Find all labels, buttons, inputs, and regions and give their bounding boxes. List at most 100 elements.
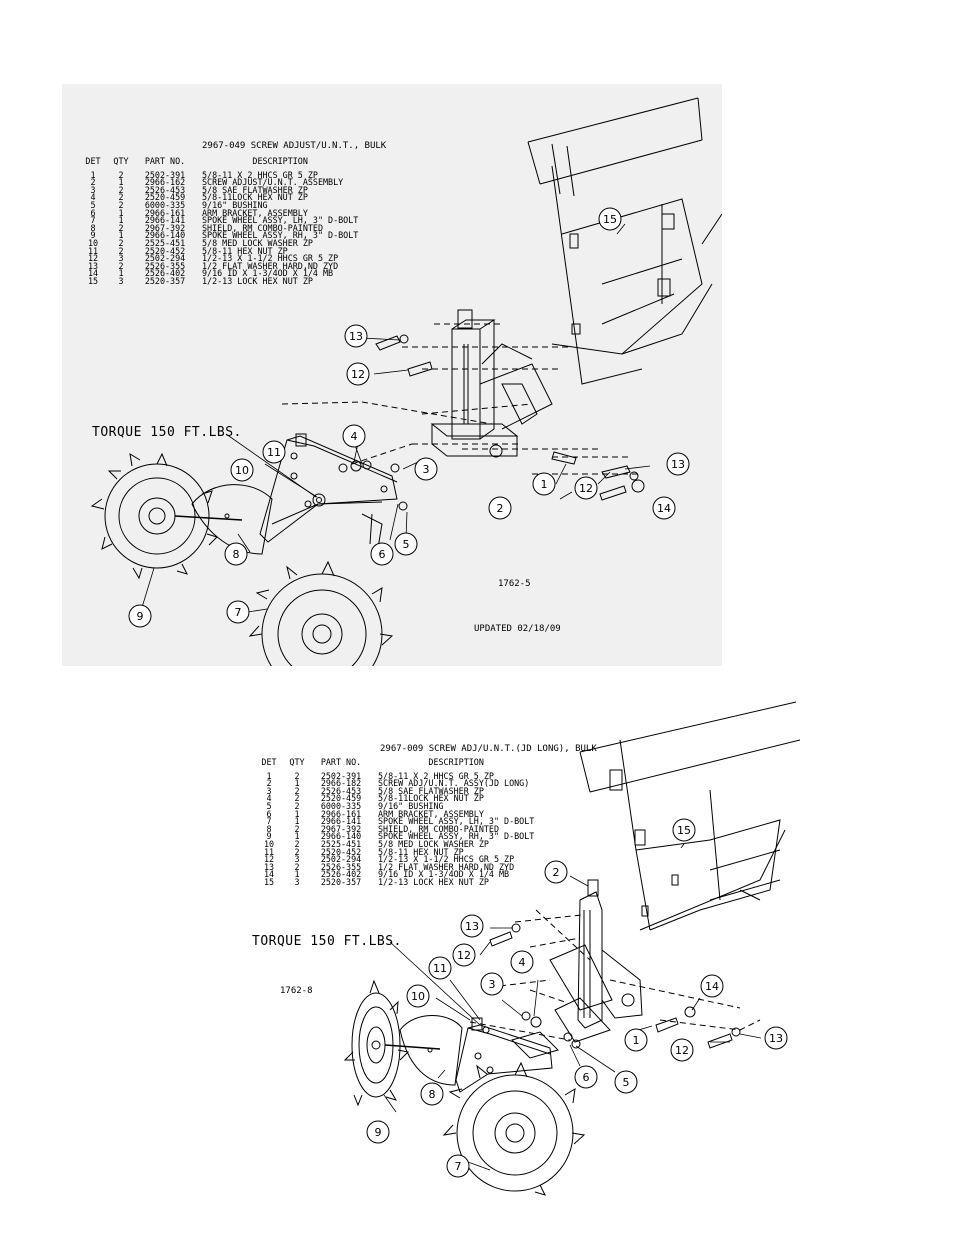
- diagram-top-panel: 2967-049 SCREW ADJUST/U.N.T., BULK DET Q…: [62, 84, 722, 666]
- callout-circle: [452, 943, 476, 967]
- part-no-cell: 2502-294: [320, 854, 362, 865]
- det-cell: 3: [90, 184, 96, 195]
- det-cell: 1: [90, 169, 96, 180]
- torque-note: TORQUE 150 FT.LBS.: [252, 934, 402, 949]
- part-no-cell: 2526-355: [144, 260, 186, 271]
- col-part-no: PART NO.: [144, 156, 186, 166]
- part-no-cell: 2966-141: [320, 816, 362, 827]
- callout-number: 9: [375, 1126, 382, 1139]
- description-cell: SPOKE WHEEL ASSY, LH, 3" D-BOLT: [378, 816, 535, 827]
- qty-cell: 2: [118, 222, 124, 233]
- callout-number: 11: [267, 446, 281, 459]
- callout-balloon: 1: [532, 472, 556, 496]
- callout-circle: [128, 604, 152, 628]
- part-no-cell: 2526-453: [320, 785, 362, 796]
- det-cell: 6: [266, 808, 272, 819]
- callout-number: 6: [379, 548, 386, 561]
- det-cell: 12: [263, 854, 275, 865]
- callout-balloon: 13: [344, 324, 368, 348]
- det-cell: 12: [87, 253, 99, 264]
- callout-circle: [652, 496, 676, 520]
- callout-balloon: 9: [128, 604, 152, 628]
- description-cell: 9/16" BUSHING: [378, 800, 444, 811]
- callout-circle: [428, 956, 452, 980]
- callout-circle: [510, 950, 534, 974]
- qty-cell: 2: [294, 800, 300, 811]
- callout-number: 13: [349, 330, 363, 343]
- det-cell: 6: [90, 207, 96, 218]
- description-cell: SHIELD, RM COMBO-PAINTED: [378, 823, 500, 834]
- part-no-cell: 2526-402: [144, 268, 186, 279]
- callout-balloon: 7: [446, 1154, 470, 1178]
- callout-number: 13: [671, 458, 685, 471]
- qty-cell: 2: [294, 846, 300, 857]
- qty-cell: 2: [294, 770, 300, 781]
- description-cell: 5/8-11 HEX NUT ZP: [378, 846, 464, 857]
- callout-circle: [460, 914, 484, 938]
- part-no-cell: 2526-355: [320, 861, 362, 872]
- col-description: DESCRIPTION: [428, 757, 484, 767]
- callout-number: 12: [457, 949, 471, 962]
- parts-table-header: DET QTY PART NO. DESCRIPTION: [80, 156, 358, 172]
- callout-balloon: 5: [394, 532, 418, 556]
- part-no-cell: 2966-162: [144, 177, 186, 188]
- callout-balloon: 14: [652, 496, 676, 520]
- description-cell: ARM BRACKET, ASSEMBLY: [202, 207, 308, 218]
- callout-balloon: 12: [670, 1038, 694, 1062]
- description-cell: 5/8-11 X 2 HHCS GR 5 ZP: [202, 169, 318, 180]
- part-no-cell: 2525-451: [320, 838, 362, 849]
- callout-circle: [764, 1026, 788, 1050]
- shield-part: [191, 484, 273, 555]
- description-cell: 5/8 MED LOCK WASHER ZP: [378, 838, 489, 849]
- callout-number: 1: [541, 478, 548, 491]
- det-cell: 14: [87, 268, 99, 279]
- callout-number: 3: [489, 978, 496, 991]
- callout-number: 15: [677, 824, 691, 837]
- part-no-cell: 2520-459: [320, 793, 362, 804]
- callout-circle: [394, 532, 418, 556]
- description-cell: 5/8 SAE FLATWASHER ZP: [378, 785, 484, 796]
- callout-number: 9: [137, 610, 144, 623]
- callout-balloon: 6: [370, 542, 394, 566]
- det-cell: 3: [266, 785, 272, 796]
- det-cell: 11: [87, 245, 99, 256]
- callout-number: 12: [579, 482, 593, 495]
- callout-circle: [670, 1038, 694, 1062]
- callout-circle: [230, 458, 254, 482]
- part-no-cell: 2520-452: [320, 846, 362, 857]
- part-no-cell: 2967-392: [320, 823, 362, 834]
- hardware-parts: [295, 334, 645, 511]
- description-cell: SPOKE WHEEL ASSY, RH, 3" D-BOLT: [378, 831, 535, 842]
- callout-balloon: 12: [452, 943, 476, 967]
- callout-number: 8: [429, 1088, 436, 1101]
- callout-circle: [414, 457, 438, 481]
- toolbar-frame: [579, 701, 800, 931]
- callout-number: 10: [411, 990, 425, 1003]
- description-cell: 1/2-13 X 1-1/2 HHCS GR 5 ZP: [378, 854, 515, 865]
- callout-number: 13: [769, 1032, 783, 1045]
- callout-number: 8: [233, 548, 240, 561]
- parts-list-title: 2967-049 SCREW ADJUST/U.N.T., BULK: [202, 141, 387, 151]
- det-cell: 14: [263, 869, 275, 880]
- qty-cell: 3: [294, 854, 300, 865]
- part-no-cell: 2502-391: [320, 770, 362, 781]
- screw-adjust-assembly: [549, 879, 643, 1043]
- part-no-cell: 2966-161: [320, 808, 362, 819]
- description-cell: 5/8-11LOCK HEX NUT ZP: [378, 793, 484, 804]
- spoke-wheel-lh: [248, 560, 394, 666]
- callout-balloon: 11: [262, 440, 286, 464]
- callout-balloon: 8: [224, 542, 248, 566]
